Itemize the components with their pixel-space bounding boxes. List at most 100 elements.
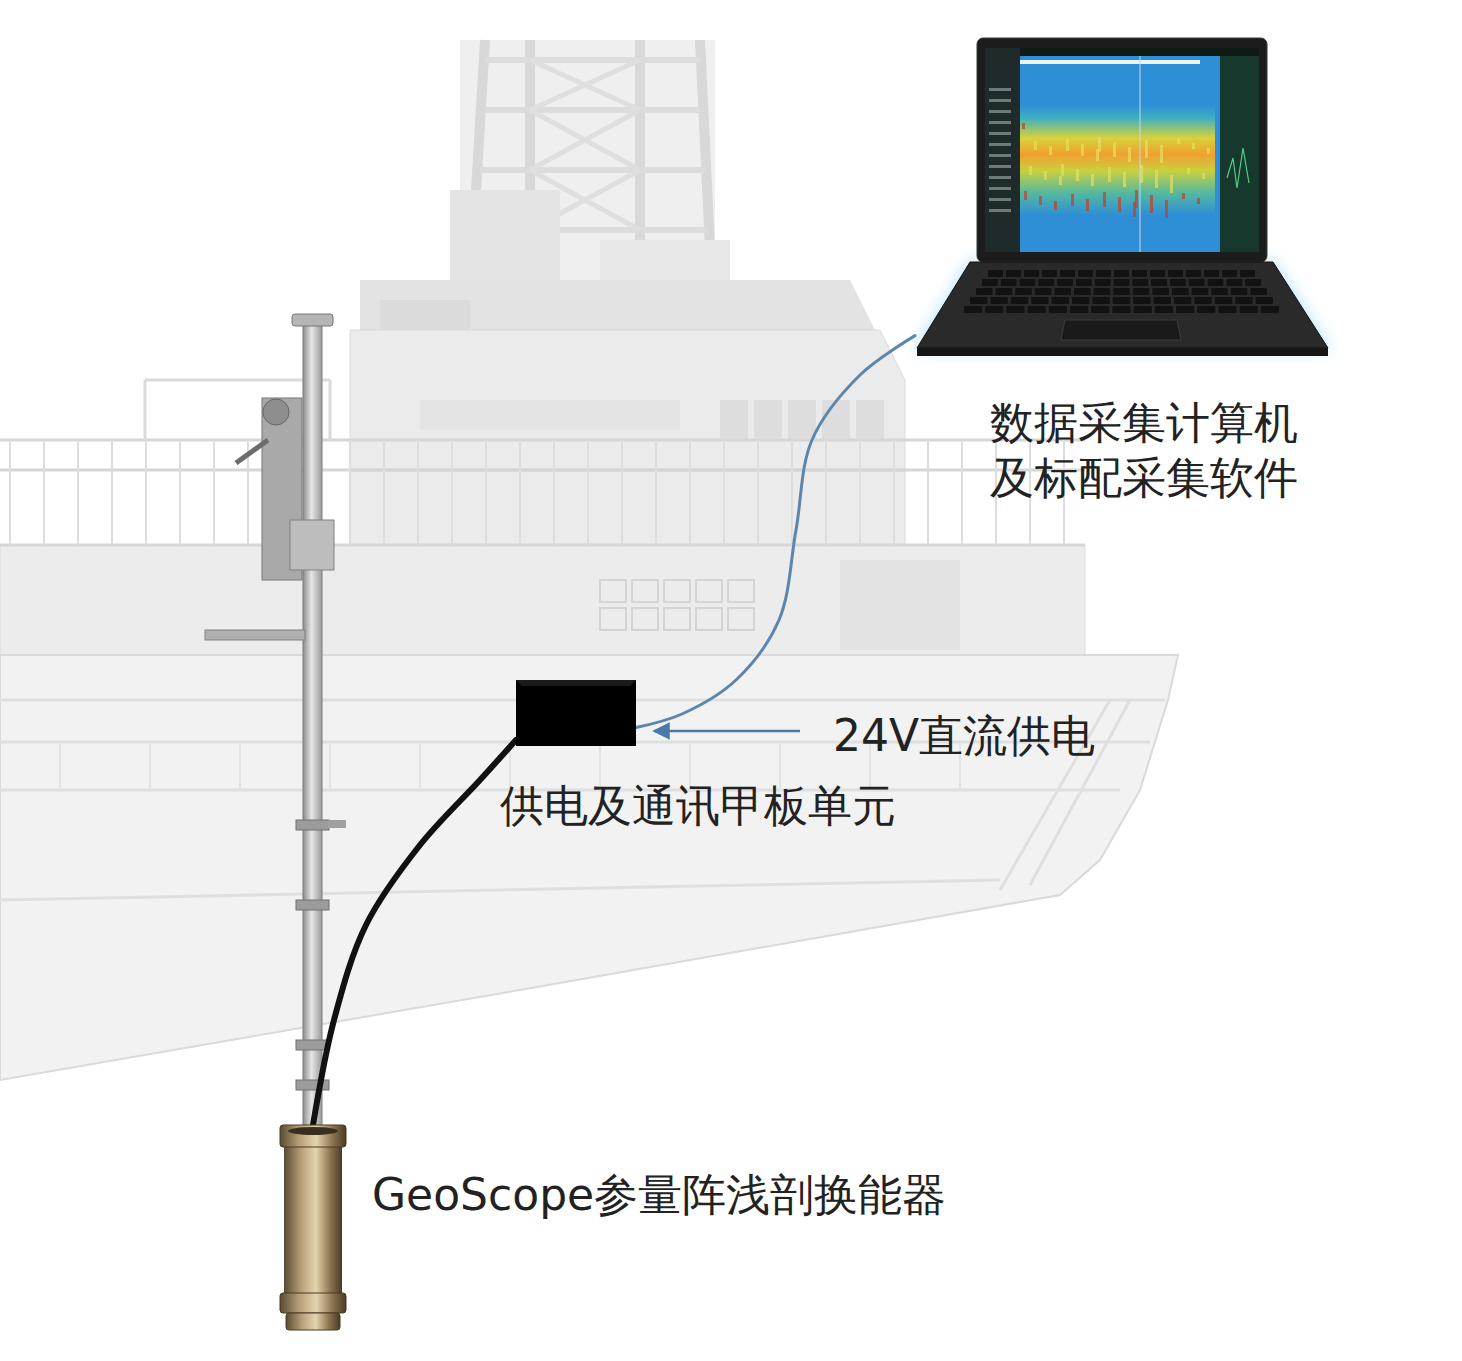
- laptop-drawing-part: [985, 48, 1020, 252]
- ship-deck-part: [728, 608, 754, 630]
- mounting-pole-part: [263, 399, 289, 425]
- ship-railing-part: [1029, 440, 1031, 545]
- ship-hull-part: [419, 742, 421, 790]
- laptop-drawing-part: [1076, 169, 1079, 181]
- laptop-drawing-part: [990, 297, 1007, 304]
- laptop-drawing-part: [1049, 146, 1052, 155]
- laptop-drawing-part: [1140, 165, 1143, 183]
- laptop-drawing-part: [1034, 141, 1037, 150]
- ship-hull-part: [0, 789, 1120, 792]
- laptop-drawing-part: [989, 110, 1011, 113]
- ship-hull-part: [239, 742, 241, 790]
- laptop-drawing-part: [989, 154, 1011, 157]
- ship-superstructure-part: [788, 400, 816, 440]
- ship-mast-part: [480, 167, 705, 173]
- laptop-drawing-part: [1061, 320, 1181, 340]
- laptop-drawing-part: [1024, 191, 1027, 200]
- laptop-drawing-part: [989, 88, 1011, 91]
- laptop-drawing-part: [1020, 60, 1200, 64]
- laptop-drawing-part: [1154, 297, 1171, 304]
- ship-hull-part: [779, 742, 781, 790]
- ship-superstructure-part: [360, 280, 875, 330]
- ship-railing-part: [145, 440, 147, 545]
- laptop-drawing-part: [1245, 279, 1261, 286]
- laptop-drawing-part: [1170, 279, 1186, 286]
- laptop-drawing-part: [1128, 147, 1131, 162]
- laptop-drawing-part: [1061, 164, 1064, 176]
- ship-mast-part: [530, 110, 640, 170]
- mounting-pole-part: [205, 630, 305, 640]
- laptop-drawing-part: [1054, 288, 1071, 295]
- laptop-drawing-part: [1155, 306, 1173, 313]
- laptop-drawing-part: [1250, 288, 1267, 295]
- laptop-drawing-part: [1096, 270, 1111, 277]
- laptop-drawing-part: [1052, 297, 1069, 304]
- ship-mast: [450, 40, 730, 300]
- ship-railing-part: [0, 544, 1085, 547]
- laptop-drawing-part: [1197, 198, 1200, 204]
- ship-railing-part: [9, 440, 11, 545]
- ship-hull-part: [599, 742, 601, 790]
- ship-railing-part: [995, 440, 997, 545]
- laptop-drawing-part: [1182, 193, 1185, 199]
- ship-railing-part: [144, 380, 147, 440]
- laptop-drawing-part: [1135, 190, 1138, 208]
- ship-mast-part: [530, 110, 640, 170]
- laptop-drawing-part: [1086, 199, 1089, 211]
- laptop-drawing-part: [917, 348, 1328, 356]
- ship-railing-part: [791, 440, 793, 545]
- laptop-drawing: [915, 38, 1330, 358]
- deck-unit-drawing-part: [516, 680, 636, 686]
- laptop-drawing-part: [1076, 279, 1092, 286]
- laptop-drawing-part: [1103, 192, 1106, 207]
- power-arrow: [654, 730, 800, 733]
- ship-railing-part: [689, 440, 691, 545]
- laptop-drawing-part: [1108, 167, 1111, 182]
- laptop-drawing-part: [1194, 297, 1211, 304]
- laptop-drawing-part: [1132, 279, 1148, 286]
- laptop-drawing-part: [1006, 306, 1024, 313]
- supply-label: 24V直流供电: [833, 710, 1095, 763]
- ship-superstructure-part: [420, 400, 680, 430]
- laptop-drawing-part: [915, 262, 1330, 350]
- ship-hull-part: [0, 655, 1178, 1080]
- laptop-drawing-part: [1168, 270, 1183, 277]
- laptop-drawing-part: [989, 121, 1011, 124]
- laptop-drawing-part: [1113, 297, 1130, 304]
- ship-railing-part: [417, 440, 419, 545]
- laptop-drawing-part: [1204, 270, 1219, 277]
- laptop-drawing-part: [989, 209, 1011, 212]
- ship-deck-part: [0, 545, 1085, 660]
- ship-railing-part: [0, 439, 1085, 442]
- laptop-drawing-part: [976, 288, 993, 295]
- laptop-drawing-part: [1092, 297, 1109, 304]
- laptop-drawing-part: [1231, 288, 1248, 295]
- laptop-drawing-part: [1015, 288, 1032, 295]
- mounting-pole-part: [296, 820, 329, 830]
- laptop-drawing-part: [1031, 297, 1048, 304]
- mounting-pole-part: [328, 820, 346, 828]
- laptop-drawing-part: [1118, 197, 1121, 212]
- laptop-drawing-part: [1060, 270, 1075, 277]
- ship-superstructure-part: [720, 400, 748, 440]
- laptop-drawing-part: [1123, 172, 1126, 187]
- ship-superstructure-part: [380, 300, 470, 330]
- mounting-pole-part: [296, 1080, 329, 1090]
- ship-mast-part: [530, 60, 640, 110]
- ship-railing-part: [329, 380, 332, 440]
- ship-hull-part: [0, 741, 1150, 744]
- ship-mast-part: [485, 107, 700, 113]
- ship-railing-part: [553, 440, 555, 545]
- laptop-drawing-part: [1197, 306, 1215, 313]
- ship-railing-part: [213, 440, 215, 545]
- ship-railing-part: [519, 440, 521, 545]
- laptop-drawing-part: [1215, 297, 1232, 304]
- laptop-drawing-part: [1170, 175, 1173, 193]
- node-label: 数据采集计算机 及标配采集软件: [990, 395, 1320, 505]
- laptop-drawing-part: [1029, 166, 1032, 175]
- ship-railing-part: [43, 440, 45, 545]
- ship-hull-part: [329, 742, 331, 790]
- laptop-drawing-part: [1133, 202, 1136, 217]
- ship-deck-part: [600, 580, 626, 602]
- transducer-drawing-part: [280, 1125, 346, 1147]
